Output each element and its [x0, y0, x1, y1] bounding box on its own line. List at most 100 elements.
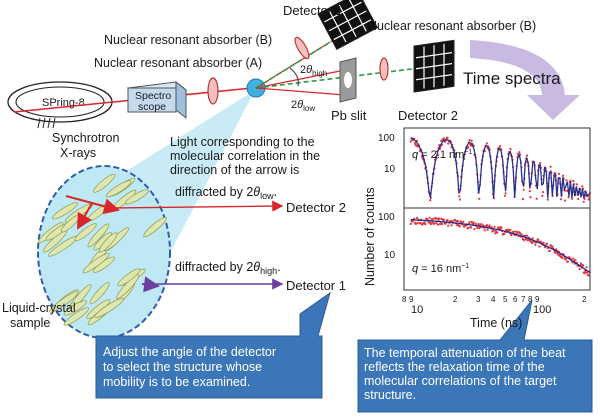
time-spectra-label: Time spectra	[463, 69, 561, 88]
beam-green-high	[255, 35, 341, 89]
time-spectra-arrow	[470, 40, 580, 120]
xtick-minor-9b: 9	[535, 295, 540, 304]
xtick-minor-3: 3	[476, 295, 481, 304]
correlation-arrow-high	[141, 276, 160, 293]
callout-left: Adjust the angle of the detector to sele…	[95, 291, 331, 399]
diffracted-low-label: diffracted by 2θlow.	[175, 185, 277, 201]
lc-molecule	[116, 274, 140, 299]
data-point	[565, 179, 568, 182]
fit-curve	[410, 137, 591, 199]
data-point	[521, 198, 525, 201]
data-point	[503, 232, 506, 235]
data-point	[493, 225, 496, 228]
data-point	[546, 198, 549, 201]
lc-molecule	[98, 232, 118, 253]
diffracted-low-line	[111, 200, 284, 212]
data-point	[564, 189, 567, 192]
data-point	[456, 219, 459, 223]
data-point	[554, 251, 557, 254]
data-point	[557, 172, 561, 175]
ytick-bottom-10: 10	[384, 250, 396, 261]
xtick-100: 100	[533, 304, 551, 316]
spectroscope: Spectro scope	[126, 80, 188, 120]
spring8-ring: SPring-8	[7, 81, 113, 129]
ytick-top-10: 10	[384, 164, 396, 175]
callout-right-4: structure.	[364, 388, 416, 402]
chart-marks-bottom	[409, 216, 592, 277]
data-point	[499, 145, 502, 148]
data-point	[564, 258, 567, 261]
data-point	[428, 216, 431, 219]
data-point	[436, 217, 439, 220]
data-point	[528, 190, 531, 193]
data-point	[572, 257, 575, 260]
data-point	[472, 221, 475, 224]
absorber-a-disk	[207, 77, 219, 105]
ytick-bottom-100: 100	[378, 212, 395, 223]
data-point	[529, 196, 532, 199]
data-point	[523, 234, 527, 237]
data-point	[518, 151, 521, 154]
data-point	[415, 216, 419, 220]
data-point	[509, 228, 512, 231]
data-point	[409, 222, 412, 225]
synchrotron-label-2: X-rays	[60, 146, 96, 160]
data-point	[476, 226, 479, 229]
data-point	[483, 229, 486, 232]
data-point	[566, 260, 570, 263]
data-point	[409, 140, 412, 143]
data-point	[574, 259, 577, 262]
callout-left-2: to select the structure whose	[103, 360, 262, 374]
sample-label-1: Liquid-crystal	[2, 301, 76, 315]
absorber-a-label: Nuclear resonant absorber (A)	[94, 56, 262, 70]
data-point	[416, 221, 419, 224]
data-point	[559, 198, 563, 201]
data-point	[581, 185, 584, 188]
data-point	[539, 161, 542, 165]
data-point	[567, 196, 570, 199]
data-point	[485, 224, 488, 227]
data-point	[582, 200, 585, 203]
data-point	[424, 223, 427, 226]
data-point	[546, 242, 549, 245]
data-point	[438, 217, 441, 220]
data-point	[504, 192, 507, 195]
data-point	[586, 271, 589, 274]
data-point	[446, 219, 449, 222]
data-point	[520, 233, 523, 236]
lc-molecule	[82, 253, 110, 274]
light-text-1: Light corresponding to the	[170, 135, 315, 149]
data-point	[585, 266, 588, 269]
data-point	[431, 218, 434, 221]
xtick-minor-9: 9	[409, 295, 414, 304]
data-point	[458, 195, 461, 198]
absorber-b-right-label: Nuclear resonant absorber (B)	[368, 19, 536, 33]
data-point	[578, 267, 581, 271]
data-point	[488, 224, 491, 227]
lc-molecule	[94, 297, 124, 318]
xtick-minor-8: 8	[402, 295, 407, 304]
xtick-minor-7: 7	[521, 295, 526, 304]
data-point	[522, 188, 525, 191]
data-point	[542, 241, 545, 244]
spectroscope-label-2: scope	[138, 101, 166, 113]
data-point	[516, 152, 520, 156]
data-point	[549, 165, 552, 168]
lc-molecule	[49, 291, 79, 313]
chart-xlabel: Time (ns)	[470, 316, 522, 330]
panel-top-annotation: q = 2.1 nm−1	[412, 149, 472, 161]
data-point	[467, 227, 470, 230]
data-point	[429, 223, 432, 226]
data-point	[531, 237, 534, 240]
data-point	[509, 147, 512, 151]
data-point	[572, 179, 575, 183]
data-point	[425, 217, 428, 220]
data-point	[525, 234, 529, 237]
xtick-minor-2b: 2	[582, 295, 587, 304]
beam-direct	[255, 87, 346, 96]
lc-molecules	[38, 173, 167, 326]
data-point	[468, 221, 471, 224]
data-point	[470, 139, 473, 142]
data-point	[468, 139, 471, 142]
data-point	[474, 222, 477, 225]
